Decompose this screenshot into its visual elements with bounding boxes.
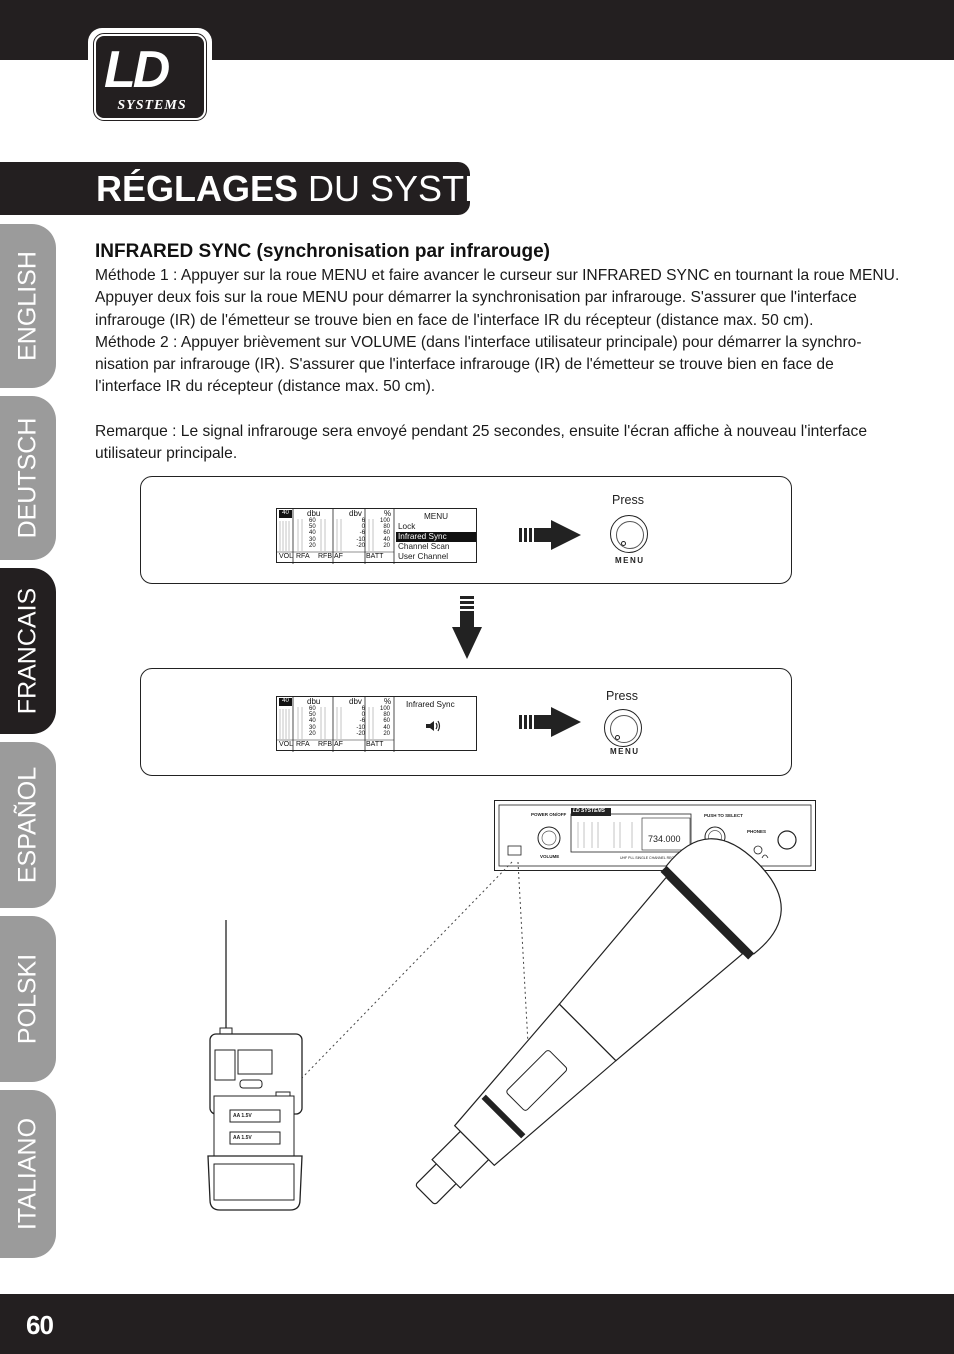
receiver-volume-label: VOLUME [540, 854, 560, 859]
tab-label: ENGLISH [13, 251, 42, 361]
tab-label: ESPAÑOL [13, 766, 42, 884]
rfb-label: RFB [318, 741, 332, 748]
logo-letters: LD [104, 41, 170, 99]
menu-item-lock[interactable]: Lock [398, 522, 416, 531]
menu-knob-icon[interactable] [610, 515, 648, 553]
body-line: l'interface IR du récepteur (distance ma… [95, 378, 436, 396]
infrared-signal-icon [426, 720, 441, 732]
ld-systems-logo: LD SYSTEMS [88, 28, 212, 126]
tab-english[interactable]: ENGLISH [0, 224, 56, 388]
press-label: Press [606, 689, 638, 703]
logo-subtitle: SYSTEMS [117, 98, 187, 113]
tab-deutsch[interactable]: DEUTSCH [0, 396, 56, 560]
body-line: nisation par infrarouge (IR). S'assurer … [95, 356, 834, 374]
tab-italiano[interactable]: ITALIANO [0, 1090, 56, 1258]
menu-header: MENU [423, 512, 449, 521]
receiver-brand: LD SYSTEMS [573, 808, 605, 814]
af-label: AF [334, 741, 343, 748]
lcd-meter-lines [277, 697, 395, 752]
tab-label: ITALIANO [13, 1117, 42, 1231]
af-label: AF [334, 553, 343, 560]
page-title: RÉGLAGES DU SYSTÈME : [96, 168, 562, 210]
vol-label: VOL [279, 741, 294, 748]
rfa-label: RFA [296, 553, 310, 560]
title-rest: DU SYSTÈME : [298, 168, 563, 209]
tab-francais[interactable]: FRANCAIS [0, 568, 56, 734]
vol-value: 40 [279, 698, 292, 706]
knob-label: MENU [615, 556, 645, 565]
rfb-label: RFB [318, 553, 332, 560]
dbv-label: dbv [349, 697, 362, 706]
dbu-label: dbu [307, 697, 321, 706]
tab-label: FRANCAIS [13, 587, 42, 715]
handheld-microphone-illustration [415, 838, 782, 1205]
knob-label: MENU [610, 747, 640, 756]
receiver-push-label: PUSH TO SELECT [704, 813, 743, 818]
infrared-sync-screen-title: Infrared Sync [406, 700, 455, 709]
receiver-model-caption: UHF PLL SINGLE CHANNEL RECEIVER [620, 856, 685, 860]
lcd-meter-lines [277, 509, 395, 564]
tab-polski[interactable]: POLSKI [0, 916, 56, 1082]
body-line: Méthode 2 : Appuyer brièvement sur VOLUM… [95, 333, 862, 351]
body-line: Méthode 1 : Appuyer sur la roue MENU et … [95, 267, 900, 284]
vol-label: VOL [279, 553, 294, 560]
footer-bar [0, 1294, 954, 1354]
beltpack-battery-label: AA 1.5V [233, 1135, 252, 1141]
menu-list: MENU Lock Infrared Sync Channel Scan Use… [396, 512, 476, 562]
tab-label: DEUTSCH [13, 417, 42, 539]
rfa-label: RFA [296, 741, 310, 748]
tab-espanol[interactable]: ESPAÑOL [0, 742, 56, 908]
menu-item-user-channel[interactable]: User Channel [398, 552, 449, 561]
receiver-unit-illustration [494, 800, 816, 871]
receiver-phones-label: PHONES [747, 829, 767, 834]
menu-item-channel-scan[interactable]: Channel Scan [398, 542, 450, 551]
beltpack-battery-label: AA 1.5V [233, 1113, 252, 1119]
down-arrow-icon [452, 596, 482, 659]
vol-value: 40 [279, 510, 292, 518]
batt-label: BATT [366, 741, 384, 748]
section-body: Méthode 1 : Appuyer sur la roue MENU et … [95, 265, 900, 465]
note-line: Remarque : Le signal infrarouge sera env… [95, 422, 867, 440]
receiver-power-label: POWER ON/OFF [531, 812, 567, 817]
title-band [0, 162, 470, 215]
percent-label: % [384, 509, 392, 518]
dbu-label: dbu [307, 509, 321, 518]
batt-label: BATT [366, 553, 384, 560]
percent-label: % [384, 697, 392, 706]
receiver-frequency: 734.000 [648, 834, 681, 844]
title-bold: RÉGLAGES [96, 168, 299, 209]
note-line: utilisateur principale. [95, 445, 238, 463]
tab-label: POLSKI [13, 953, 42, 1045]
beltpack-transmitter-illustration [207, 920, 303, 1211]
right-arrow-icon [519, 707, 581, 737]
menu-knob-icon[interactable] [604, 709, 642, 747]
body-line: infrarouge (IR) de l'émetteur se trouve … [95, 311, 814, 329]
press-label: Press [612, 493, 644, 507]
body-line: Appuyer deux fois sur la roue MENU pour … [95, 289, 857, 307]
right-arrow-icon [519, 520, 581, 550]
dbv-label: dbv [349, 509, 362, 518]
page-number: 60 [26, 1310, 54, 1340]
menu-item-infrared-sync[interactable]: Infrared Sync [396, 532, 476, 542]
section-heading: INFRARED SYNC (synchronisation par infra… [95, 241, 550, 262]
